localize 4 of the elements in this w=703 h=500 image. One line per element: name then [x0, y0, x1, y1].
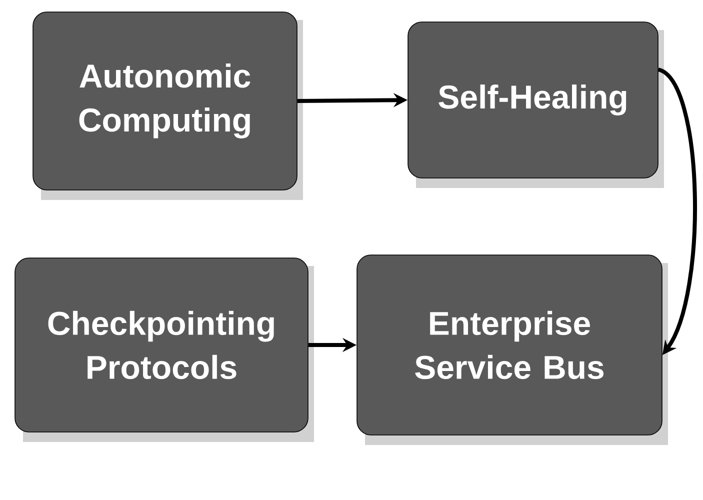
process-box: Checkpointing Protocols: [14, 258, 314, 442]
process-box: Autonomic Computing: [32, 12, 303, 200]
process-box: Enterprise Service Bus: [356, 254, 668, 445]
process-box: Self-Healing: [408, 22, 664, 188]
